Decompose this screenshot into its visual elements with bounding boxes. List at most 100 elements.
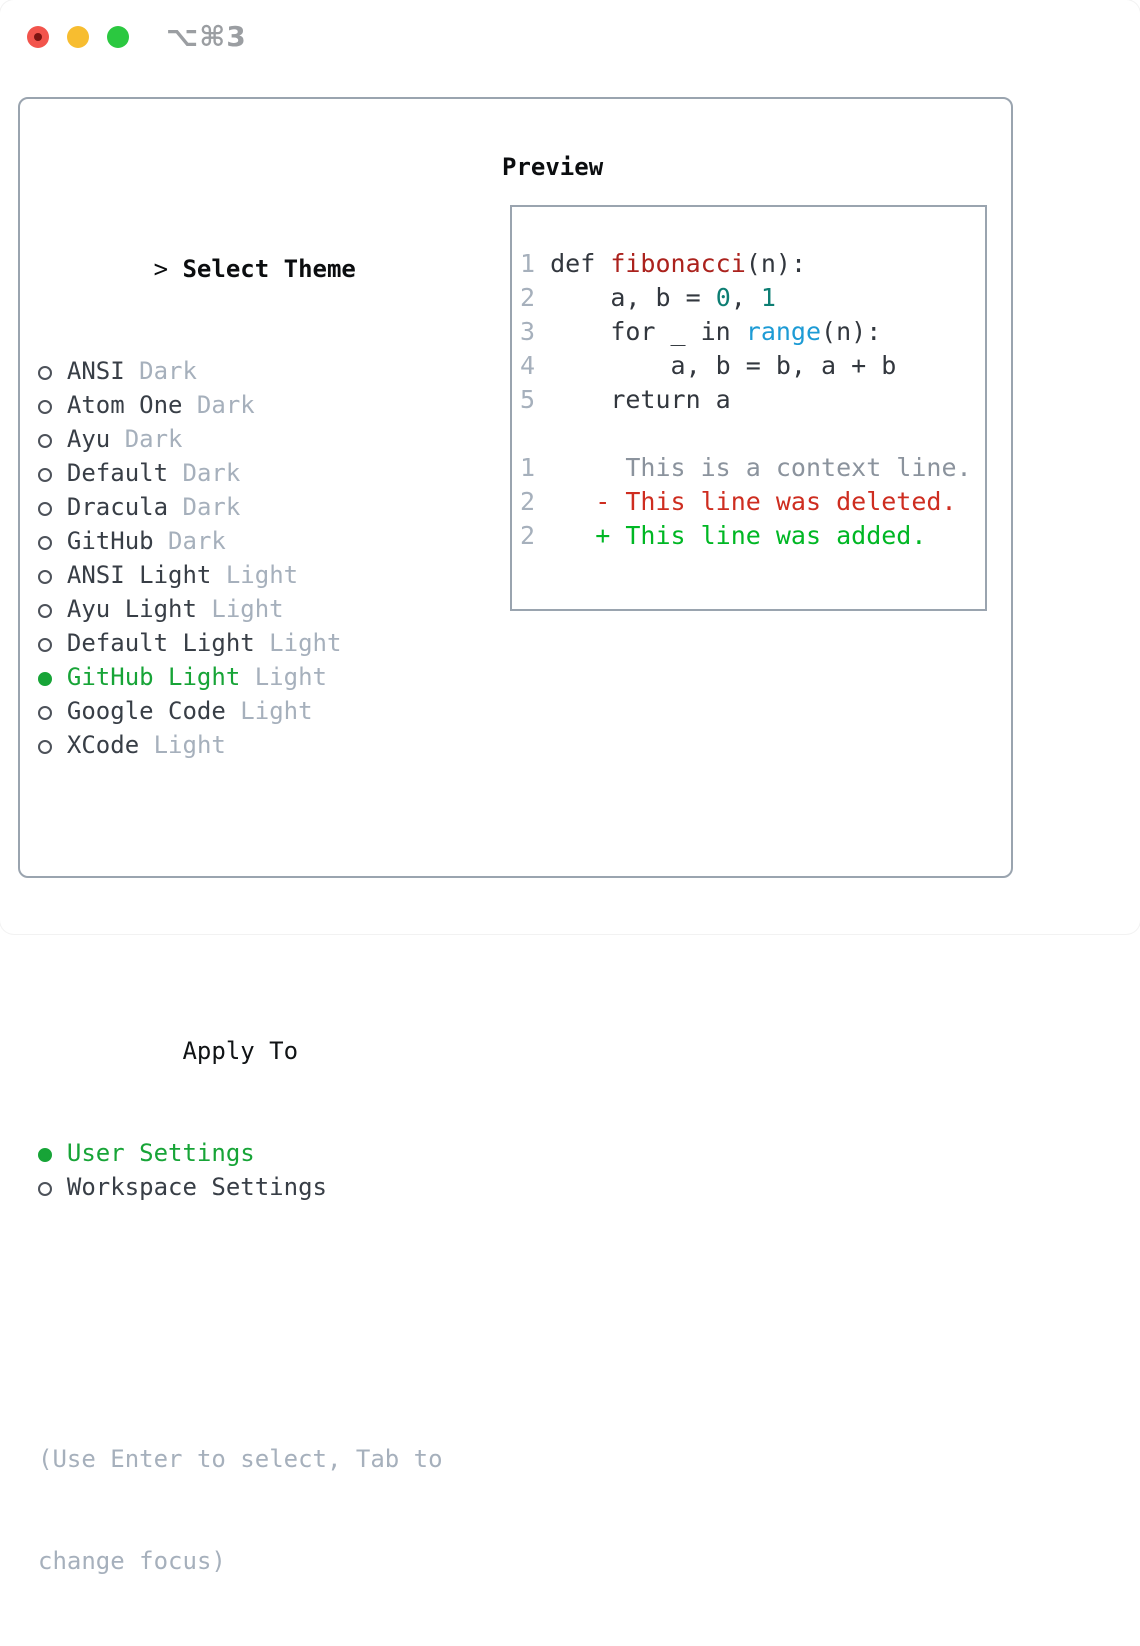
preview-line: 5 return a	[520, 383, 977, 417]
radio-circle	[38, 1148, 52, 1162]
theme-option-xcode-light[interactable]: XCode Light	[38, 728, 443, 762]
line-number: 1	[520, 249, 536, 278]
theme-option-github-dark[interactable]: GitHub Dark	[38, 524, 443, 558]
code-token-lit: 0	[715, 283, 731, 312]
apply-to-title: Apply To	[182, 1037, 299, 1065]
theme-variant-label: Light	[225, 697, 313, 725]
radio-selected-icon	[38, 1136, 67, 1170]
apply-to-header: Apply To	[38, 1000, 443, 1065]
theme-option-github-light-light[interactable]: GitHub Light Light	[38, 660, 443, 694]
theme-option-label: Google Code	[66, 697, 226, 725]
theme-variant-label: Dark	[168, 493, 241, 521]
radio-circle	[38, 366, 52, 380]
select-theme-header: >Select Theme	[38, 218, 443, 283]
theme-variant-label: Light	[254, 629, 342, 657]
apply-option-label: User Settings	[66, 1139, 255, 1167]
radio-selected-icon	[38, 660, 67, 694]
preview-line: 2 a, b = 0, 1	[520, 281, 977, 315]
line-number: 1	[520, 453, 536, 482]
minimize-button[interactable]	[67, 26, 89, 48]
zoom-button[interactable]	[107, 26, 129, 48]
theme-option-default-dark[interactable]: Default Dark	[38, 456, 443, 490]
radio-circle	[38, 706, 52, 720]
theme-variant-label: Light	[139, 731, 226, 759]
preview-line: 2 - This line was deleted.	[520, 485, 977, 519]
theme-variant-label: Dark	[182, 391, 255, 419]
radio-circle	[38, 604, 52, 618]
theme-option-atom-one-dark[interactable]: Atom One Dark	[38, 388, 443, 422]
hint-line-2: change focus)	[38, 1547, 226, 1575]
cursor-chevron-icon: >	[153, 255, 169, 283]
radio-circle	[38, 570, 52, 584]
radio-unselected-icon	[38, 490, 67, 524]
line-number: 5	[520, 385, 536, 414]
radio-unselected-icon	[38, 456, 67, 490]
theme-option-label: Atom One	[66, 391, 183, 419]
theme-option-label: Dracula	[66, 493, 169, 521]
code-token-lit: 1	[760, 283, 776, 312]
theme-option-ansi-dark[interactable]: ANSI Dark	[38, 354, 443, 388]
theme-variant-label: Dark	[168, 459, 241, 487]
radio-unselected-icon	[38, 694, 67, 728]
radio-unselected-icon	[38, 728, 67, 762]
preview-blank-line	[520, 417, 977, 451]
radio-circle	[38, 638, 52, 652]
theme-option-default-light-light[interactable]: Default Light Light	[38, 626, 443, 660]
theme-option-label: GitHub	[66, 527, 154, 555]
line-number: 2	[520, 283, 536, 312]
theme-variant-label: Dark	[153, 527, 226, 555]
theme-option-google-code-light[interactable]: Google Code Light	[38, 694, 443, 728]
line-number: 2	[520, 521, 536, 550]
theme-option-label: Default	[66, 459, 169, 487]
spacer	[38, 864, 443, 898]
code-token-plain: def	[535, 249, 611, 278]
radio-circle	[38, 434, 52, 448]
theme-option-label: GitHub Light	[66, 663, 241, 691]
title-bar: ⌥⌘3	[0, 0, 1140, 75]
theme-option-label: Ayu	[66, 425, 111, 453]
theme-option-label: ANSI Light	[66, 561, 212, 589]
radio-unselected-icon	[38, 524, 67, 558]
code-token-plain: ,	[730, 283, 761, 312]
radio-circle	[38, 672, 52, 686]
apply-option-user-settings[interactable]: User Settings	[38, 1136, 443, 1170]
preview-line: 1 def fibonacci(n):	[520, 247, 977, 281]
radio-circle	[38, 1182, 52, 1196]
theme-variant-label: Light	[211, 561, 299, 589]
theme-variant-label: Light	[196, 595, 284, 623]
preview-line: 1 This is a context line.	[520, 451, 977, 485]
theme-option-dracula-dark[interactable]: Dracula Dark	[38, 490, 443, 524]
theme-option-ayu-light-light[interactable]: Ayu Light Light	[38, 592, 443, 626]
theme-option-ansi-light-light[interactable]: ANSI Light Light	[38, 558, 443, 592]
code-token-plain: (n):	[745, 249, 807, 278]
code-token-plain: a, b =	[535, 283, 716, 312]
code-token-plain: return a	[535, 385, 731, 414]
radio-unselected-icon	[38, 388, 67, 422]
radio-circle	[38, 502, 52, 516]
line-number: 2	[520, 487, 536, 516]
code-token-fn: fibonacci	[610, 249, 746, 278]
apply-option-workspace-settings[interactable]: Workspace Settings	[38, 1170, 443, 1204]
apply-option-label: Workspace Settings	[66, 1173, 327, 1201]
close-button[interactable]	[27, 26, 49, 48]
code-token-plain: for _ in	[535, 317, 746, 346]
theme-variant-label: Light	[240, 663, 327, 691]
theme-option-ayu-dark[interactable]: Ayu Dark	[38, 422, 443, 456]
theme-option-label: Ayu Light	[66, 595, 197, 623]
preview-line: 4 a, b = b, a + b	[520, 349, 977, 383]
hint-line-1: (Use Enter to select, Tab to	[38, 1445, 443, 1473]
radio-unselected-icon	[38, 354, 67, 388]
code-token-plain: (n):	[821, 317, 882, 346]
line-number: 3	[520, 317, 536, 346]
radio-circle	[38, 536, 52, 550]
line-number: 4	[520, 351, 536, 380]
radio-unselected-icon	[38, 626, 67, 660]
theme-option-label: ANSI	[66, 357, 125, 385]
radio-unselected-icon	[38, 1170, 67, 1204]
radio-circle	[38, 400, 52, 414]
